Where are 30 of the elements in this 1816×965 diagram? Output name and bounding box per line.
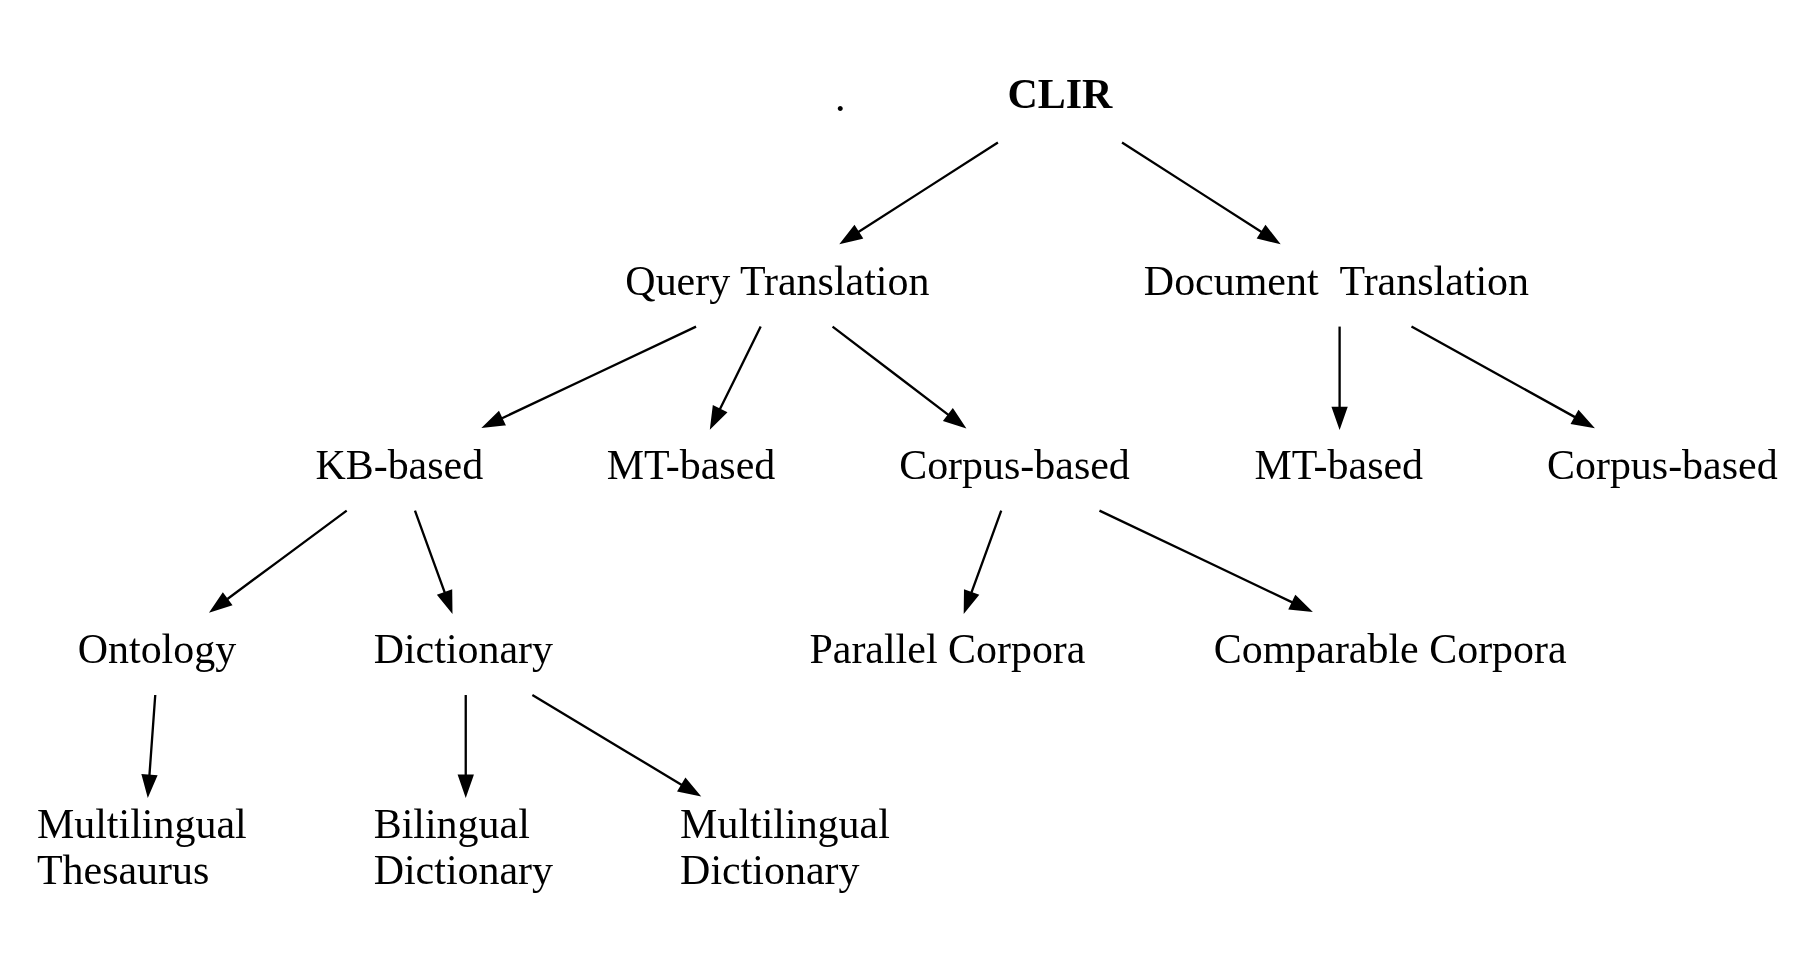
arrow (1330, 326, 1348, 430)
arrow (531, 694, 701, 797)
node-text: CLIR (1007, 71, 1112, 118)
node-text: Corpus-based (898, 441, 1130, 488)
node-text: KB-based (314, 441, 483, 488)
node-text: MT-based (606, 441, 775, 488)
arrow (457, 695, 474, 798)
arrow (1410, 325, 1595, 429)
node-text: Corpus-based (1546, 441, 1778, 488)
arrow (838, 141, 999, 245)
node-text: Multilingual Dictionary (679, 800, 890, 894)
label: . (834, 73, 846, 120)
node-text: Parallel Corpora (808, 625, 1085, 672)
node-text: Comparable Corpora (1213, 625, 1567, 672)
arrow (831, 325, 966, 429)
arrow (208, 509, 347, 613)
node-text: Document Translation (1143, 257, 1529, 304)
node-text: Query Translation (624, 257, 929, 304)
node-text: Bilingual Dictionary (373, 800, 553, 894)
node-text: Dictionary (373, 625, 553, 672)
node-text: Multilingual Thesaurus (36, 800, 247, 894)
arrow (413, 510, 452, 614)
arrow (140, 694, 158, 798)
arrow (963, 510, 1002, 614)
node-text: MT-based (1254, 441, 1423, 488)
node-text: Ontology (77, 625, 236, 672)
arrow (709, 326, 762, 430)
arrow (1098, 509, 1313, 613)
arrow (480, 325, 697, 428)
arrow (1120, 141, 1281, 245)
